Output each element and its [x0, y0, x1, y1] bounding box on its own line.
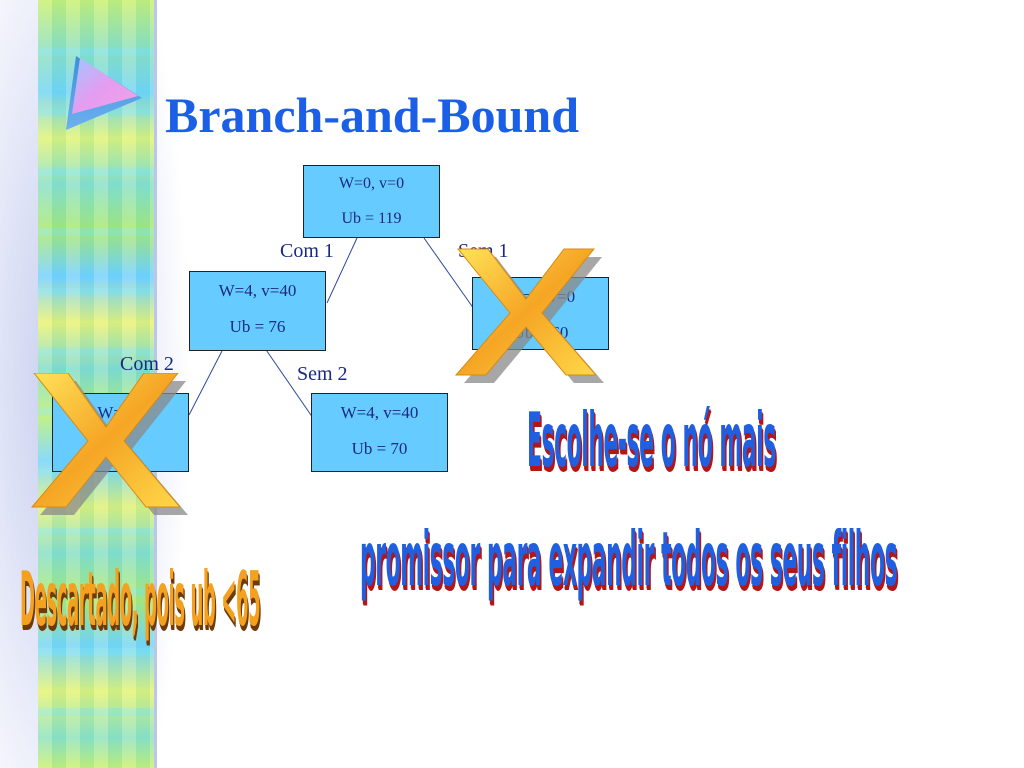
note-choose-line-2: promissor para expandir todos os seus fi… [360, 517, 898, 604]
tree-node-root: W=0, v=0 Ub = 119 [303, 165, 440, 238]
note-discarded: Descartado, pois ub <65 [20, 557, 261, 644]
x-mark-icon [30, 373, 188, 515]
note-choose-line-1: Escolhe-se o nó mais [527, 398, 776, 485]
edge-with1-with2 [188, 350, 223, 416]
edge-label-com-1: Com 1 [280, 240, 334, 262]
node-with-1-state: W=4, v=40 [218, 281, 297, 300]
node-without-2-state: W=4, v=40 [340, 403, 419, 422]
edge-with1-without2 [261, 343, 314, 419]
edge-root-with1 [326, 237, 358, 304]
node-with-1-bound: Ub = 76 [229, 317, 286, 336]
slide-title: Branch-and-Bound [165, 87, 580, 143]
node-root-bound: Ub = 119 [341, 210, 402, 227]
x-mark-icon [454, 248, 604, 383]
edge-label-com-2: Com 2 [120, 353, 174, 375]
node-root-state: W=0, v=0 [338, 175, 405, 192]
tree-node-with-1: W=4, v=40 Ub = 76 [189, 271, 326, 351]
triangle-arrow-icon [66, 56, 142, 130]
edge-label-sem-2: Sem 2 [297, 363, 348, 385]
node-without-2-bound: Ub = 70 [351, 439, 408, 458]
edge-root-without1 [423, 237, 475, 310]
tree-node-without-2: W=4, v=40 Ub = 70 [311, 393, 448, 472]
